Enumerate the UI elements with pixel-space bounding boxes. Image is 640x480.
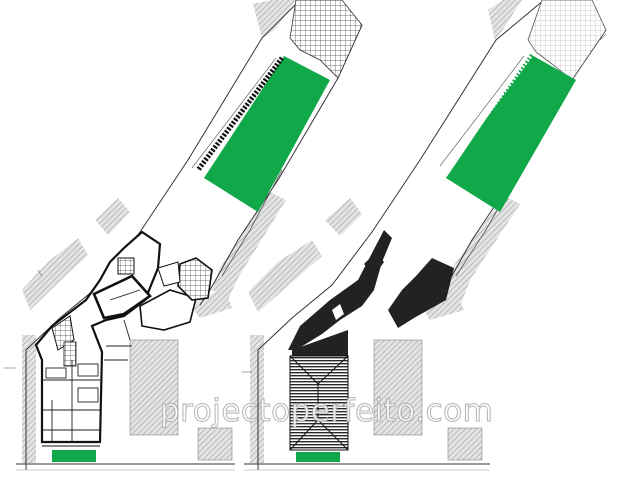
demolition-detail-white xyxy=(332,304,344,320)
neighbour-building-hatched xyxy=(248,240,322,312)
dimension-line xyxy=(599,33,607,41)
neighbour-building-hatched xyxy=(197,427,233,461)
stair-block xyxy=(117,257,135,275)
stair-block xyxy=(63,341,77,367)
neighbour-building-hatched xyxy=(212,192,286,300)
neighbour-building-hatched xyxy=(447,427,483,461)
roof-plan-striped xyxy=(289,355,349,451)
garden-area-green xyxy=(204,56,330,212)
neighbour-building-hatched xyxy=(253,0,296,38)
neighbour-building-hatched xyxy=(95,198,130,235)
roof-ridge-line xyxy=(289,355,319,385)
annex-stair-block xyxy=(177,257,213,301)
roof-ridge-line xyxy=(289,419,319,451)
neighbour-building-hatched xyxy=(190,288,232,318)
floor-plan-proposed xyxy=(4,0,363,471)
paved-area-grid-light xyxy=(527,0,607,81)
garden-path-edge xyxy=(191,57,277,169)
demolition-mass-black xyxy=(388,258,454,328)
garden-area-green xyxy=(446,54,576,212)
plot-boundary-line xyxy=(257,0,545,470)
entrance-green-strip xyxy=(52,450,96,462)
paved-area-grid xyxy=(289,0,363,79)
roof-ridge-line xyxy=(317,419,349,451)
neighbour-building-hatched xyxy=(250,335,264,463)
neighbour-building-hatched xyxy=(129,339,179,436)
garden-path-edge xyxy=(439,55,525,167)
demolition-mass-black xyxy=(288,230,392,350)
garden-path-dashed xyxy=(444,54,532,170)
roof-ridge-line xyxy=(317,355,349,385)
annex-room xyxy=(157,261,181,287)
demolition-mass-black xyxy=(292,330,348,356)
neighbour-building-hatched xyxy=(488,0,522,40)
neighbour-building-hatched xyxy=(444,196,520,302)
dimension-line xyxy=(37,269,43,277)
plot-boundary-line xyxy=(221,169,283,277)
entrance-green-strip xyxy=(296,452,340,462)
floor-plan-demolition xyxy=(242,0,607,471)
annex-building-outline xyxy=(139,289,197,331)
neighbour-building-hatched xyxy=(420,290,464,320)
interior-walls xyxy=(42,289,141,442)
demolition-mass-black xyxy=(364,252,384,276)
garden-path-dashed xyxy=(196,56,284,172)
neighbour-building-hatched xyxy=(325,198,362,236)
neighbour-building-hatched xyxy=(22,335,36,463)
building-room-outline xyxy=(92,274,152,320)
neighbour-building-hatched xyxy=(22,238,88,310)
neighbour-building-hatched xyxy=(373,339,423,436)
stair-block xyxy=(51,315,75,351)
